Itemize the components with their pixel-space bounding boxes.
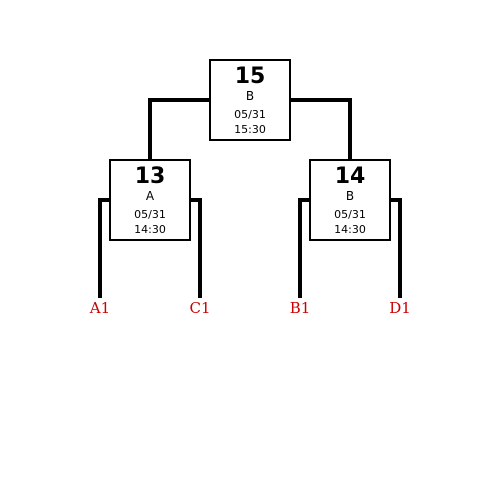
connector-right-d1 xyxy=(391,198,402,298)
match-court: B xyxy=(345,189,355,203)
match-court: B xyxy=(245,89,255,103)
match-box-left: 13 A 05/31 14:30 xyxy=(109,159,191,241)
connector-left-a1 xyxy=(98,198,109,298)
connector-final-right xyxy=(291,98,352,159)
match-time: 14:30 xyxy=(134,223,166,236)
connector-left-c1 xyxy=(191,198,202,298)
match-number: 13 xyxy=(134,164,166,189)
connector-final-left xyxy=(148,98,209,159)
seed-label-c1: C1 xyxy=(189,299,211,317)
seed-label-b1: B1 xyxy=(289,299,311,317)
connector-right-b1 xyxy=(298,198,309,298)
match-number: 14 xyxy=(334,164,366,189)
seed-label-d1: D1 xyxy=(389,299,411,317)
match-box-final: 15 B 05/31 15:30 xyxy=(209,59,291,141)
match-court: A xyxy=(145,189,155,203)
match-box-right: 14 B 05/31 14:30 xyxy=(309,159,391,241)
match-date: 05/31 xyxy=(234,108,266,121)
match-date: 05/31 xyxy=(334,208,366,221)
seed-label-a1: A1 xyxy=(89,299,111,317)
match-date: 05/31 xyxy=(134,208,166,221)
match-number: 15 xyxy=(234,64,266,89)
match-time: 15:30 xyxy=(234,123,266,136)
match-time: 14:30 xyxy=(334,223,366,236)
